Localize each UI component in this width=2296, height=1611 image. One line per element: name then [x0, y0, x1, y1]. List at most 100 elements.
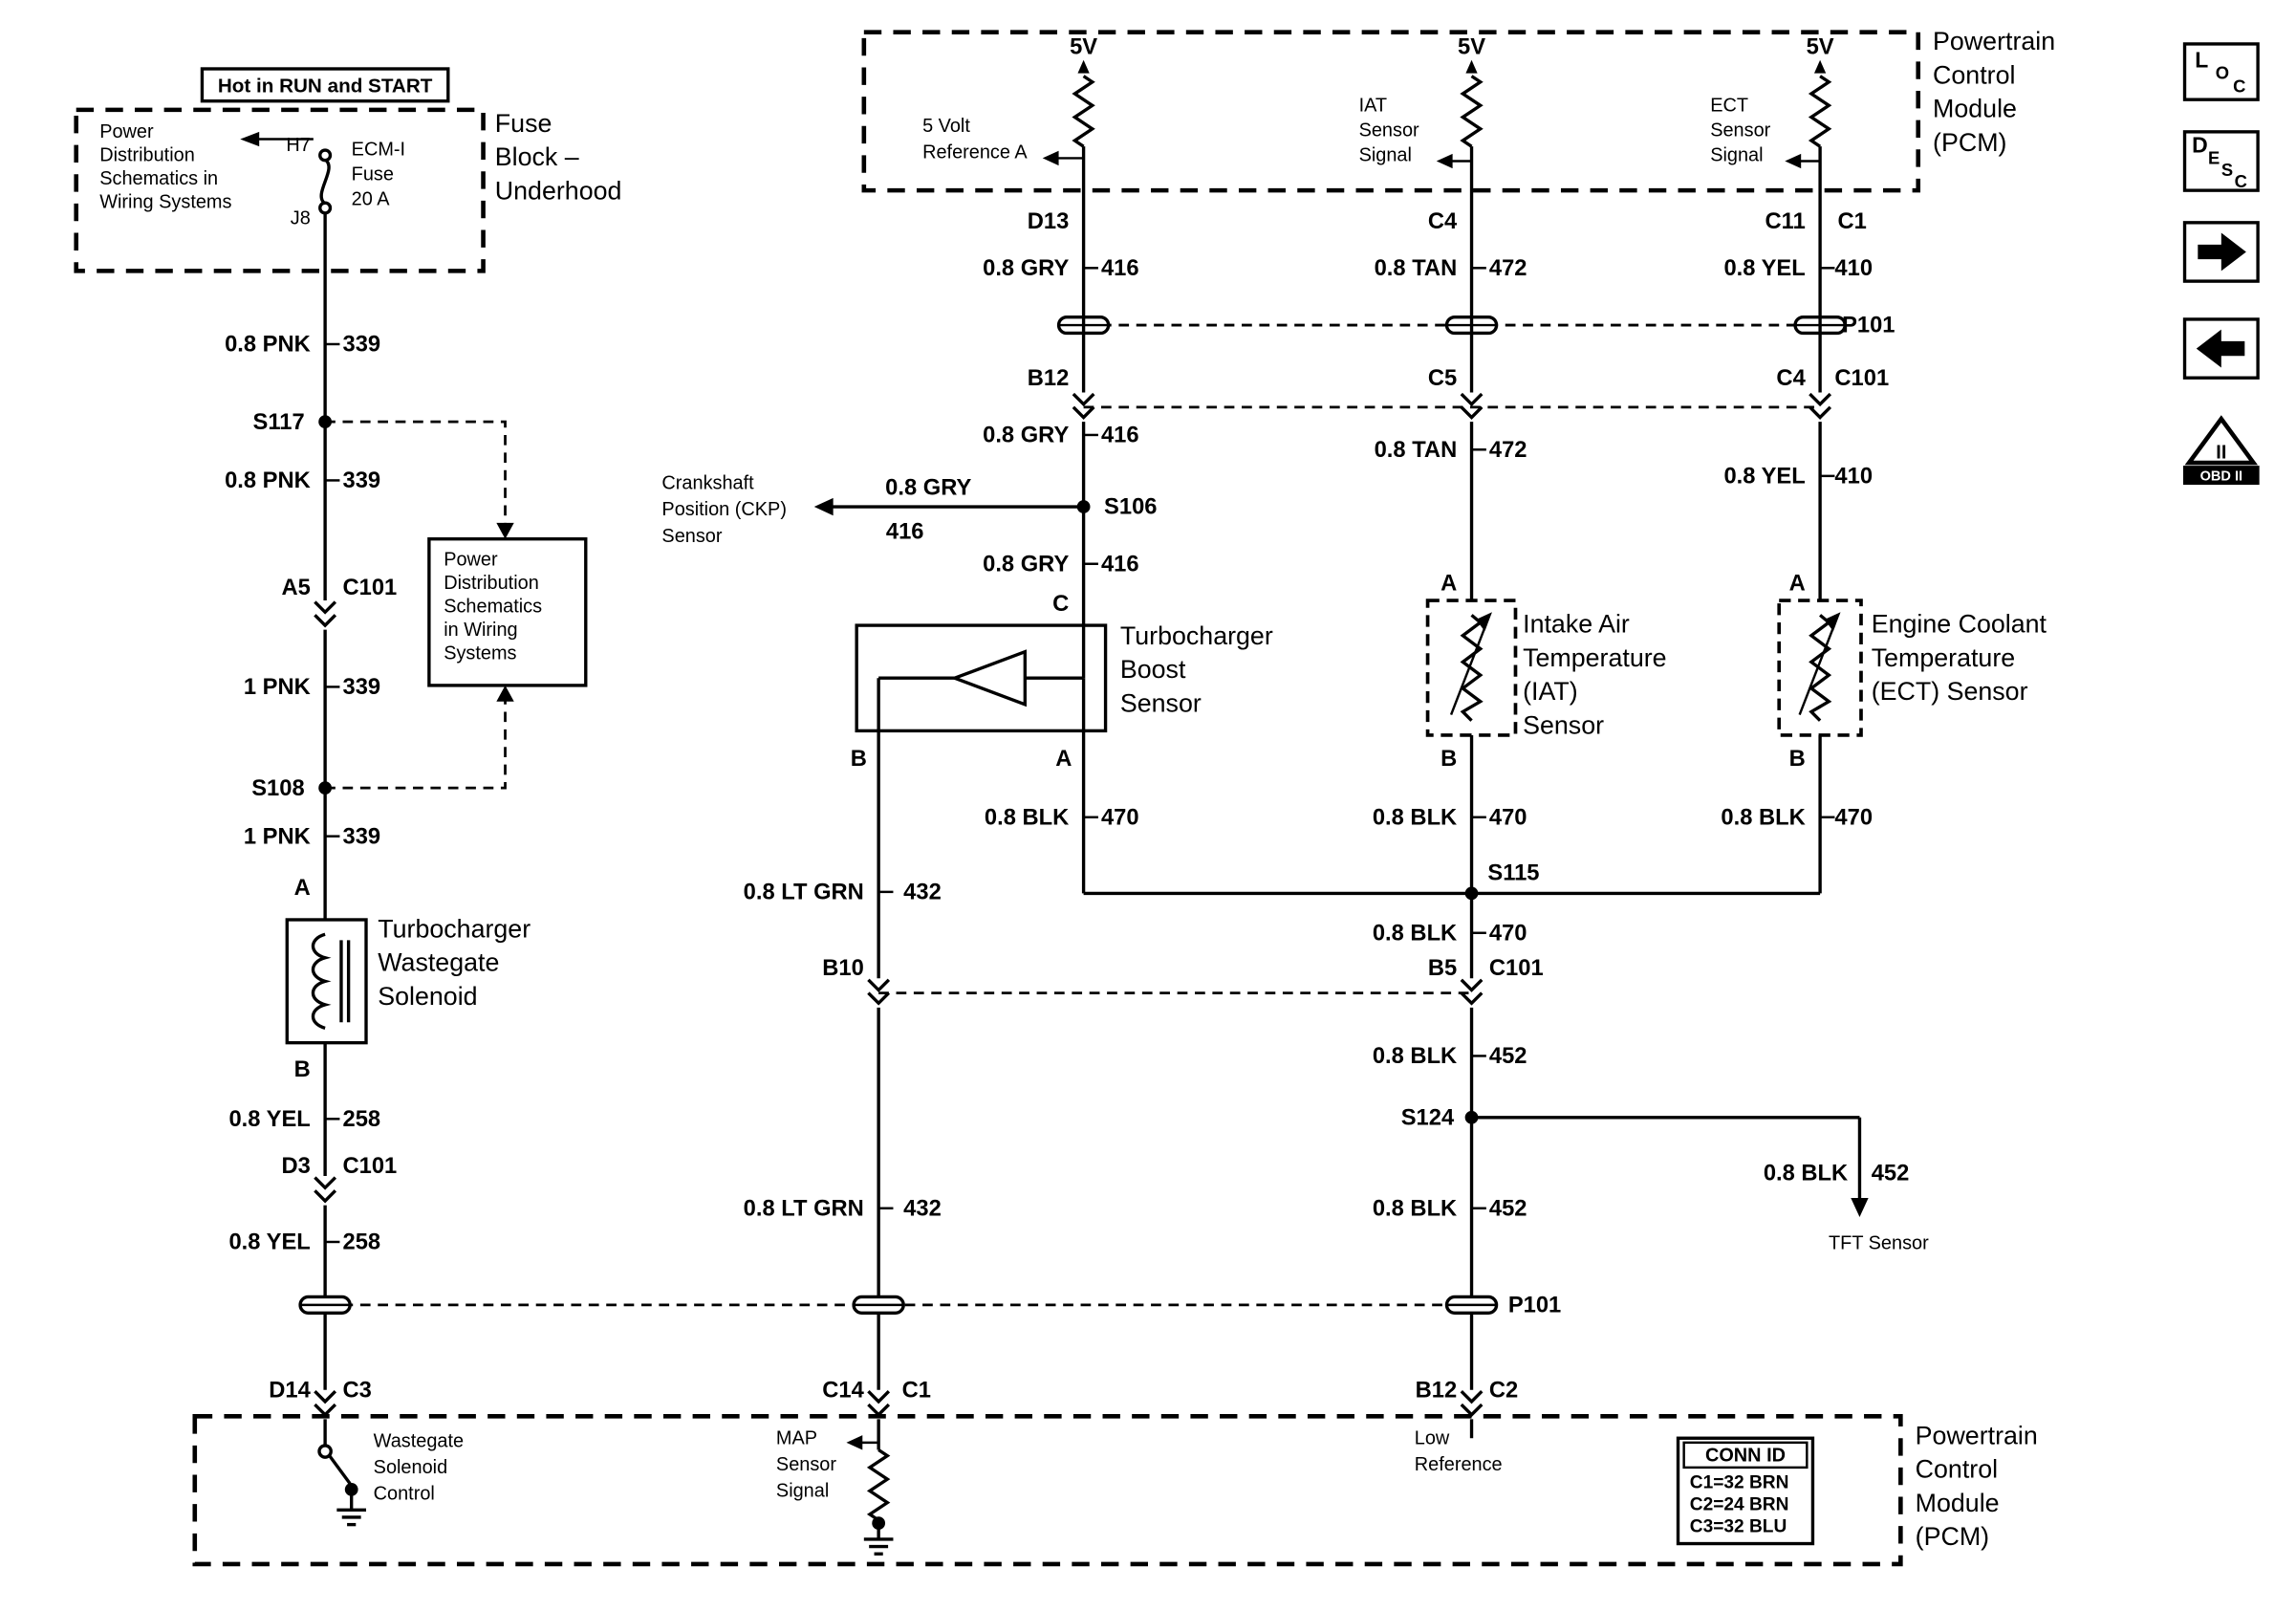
thermistor-icon: [1797, 610, 1843, 723]
wire-gauge-label: 0.8 BLK: [985, 805, 1069, 830]
connector-c101-b12: [1072, 392, 1096, 420]
ect-title-line: Engine Coolant: [1872, 610, 2047, 639]
s115-ground-bus: S115: [1083, 861, 1821, 901]
signal-label-line: Signal: [1359, 145, 1412, 166]
wastegate-solenoid-symbol: [285, 918, 368, 1045]
solenoid-title-line: Turbocharger: [378, 914, 531, 943]
next-button[interactable]: [2182, 221, 2260, 283]
splice-s117-label: S117: [253, 410, 305, 435]
wire-gauge-label: 0.8 BLK: [1373, 921, 1457, 946]
wire-circuit-label: 410: [1834, 256, 1873, 281]
ref-box-line: Distribution: [444, 573, 539, 594]
splice-s117-dot: [318, 415, 333, 429]
desc-button[interactable]: D E S C: [2182, 130, 2260, 192]
connector-c1-c14: [866, 1389, 891, 1417]
iat-sensor: Intake Air Temperature (IAT) Sensor: [1425, 599, 1667, 739]
ltgrn-branch: 0.8 LT GRN 432 B10 0.8 LT GRN 432 C14 C1: [744, 730, 942, 1450]
wire-circuit-label: 410: [1834, 464, 1873, 489]
gry-branch: D13 0.8 GRY 416 B12 0.8 GRY 416 0.8 GRY …: [661, 146, 1157, 894]
connector-id-label: C101: [342, 576, 397, 600]
tan-branch: C4 0.8 TAN 472 C5 0.8 TAN 472 A B 0.8 BL…: [1373, 146, 1544, 1439]
wastegate-wire: [323, 212, 340, 1446]
signal-label-line: Sensor: [1710, 120, 1770, 141]
pin-label: B12: [1416, 1378, 1458, 1403]
wire-gauge-label: 0.8 BLK: [1721, 805, 1805, 830]
tft-sensor-label: TFT Sensor: [1829, 1233, 1929, 1254]
signal-label-line: 5 Volt: [922, 116, 970, 137]
wire-circuit-label: 472: [1489, 256, 1527, 281]
desc-letter: C: [2235, 171, 2247, 191]
loc-button[interactable]: L O C: [2182, 42, 2260, 101]
gry-wire: [1081, 146, 1098, 894]
iat-title-line: Sensor: [1523, 710, 1604, 739]
signal-label-line: IAT: [1359, 95, 1388, 116]
grommet-icon: [1444, 1295, 1499, 1315]
ref-box-line: in Wiring: [444, 620, 517, 641]
wire-gauge-label: 1 PNK: [244, 675, 311, 700]
loc-letter: C: [2233, 76, 2245, 97]
ground-icon: [335, 1493, 368, 1527]
arrow-left-icon: [813, 497, 834, 516]
pin-label: B: [851, 747, 867, 772]
pin-label: C4: [1428, 209, 1458, 234]
ltgrn-wire: [877, 730, 894, 1450]
arrow-down-icon: [1851, 1198, 1869, 1217]
pin-label: A: [1440, 571, 1457, 596]
solenoid-title-line: Wastegate: [378, 948, 499, 977]
arrow-left-icon: [1436, 153, 1453, 169]
wire-circuit-label: 470: [1489, 921, 1527, 946]
obd2-button[interactable]: II OBD II: [2182, 415, 2260, 486]
pcm-top-title-line: Powertrain: [1933, 27, 2055, 55]
wire-circuit-label: 416: [886, 520, 924, 545]
wastegate-control-line: Solenoid: [374, 1457, 447, 1478]
pin-label: B: [294, 1057, 311, 1082]
pcm-bottom-title-line: Powertrain: [1916, 1421, 2038, 1449]
wastegate-branch: Power Distribution Schematics in Wiring …: [225, 212, 588, 1446]
wire-circuit-label: 452: [1872, 1162, 1910, 1186]
wire-gauge-label: 0.8 TAN: [1375, 256, 1458, 281]
pcm-bottom-title-line: Control: [1916, 1455, 1998, 1484]
splice-s108-dot: [318, 781, 333, 795]
prev-button[interactable]: [2182, 317, 2260, 380]
connector-id-label: C101: [1489, 956, 1544, 981]
connector-id-label: C1: [902, 1378, 931, 1403]
map-signal-line: MAP: [776, 1427, 817, 1448]
pullup-resistor: [1809, 74, 1830, 148]
wire-circuit-label: 452: [1489, 1044, 1527, 1069]
connector-c101-b5: [1460, 978, 1484, 1005]
wastegate-control-line: Wastegate: [374, 1430, 464, 1451]
wire-circuit-label: 432: [903, 881, 942, 905]
fuse-id-line: ECM-I: [352, 139, 405, 160]
wire-circuit-label: 339: [342, 675, 380, 700]
pullup-resistor: [1461, 74, 1483, 148]
desc-letter: D: [2192, 132, 2208, 157]
wire-gauge-label: 0.8 YEL: [1723, 464, 1805, 489]
pin-label: A5: [281, 576, 310, 600]
connector-c3-d14: [313, 1389, 337, 1417]
map-signal-line: Signal: [776, 1481, 829, 1502]
connector-id-label: C3: [342, 1378, 371, 1403]
wire-circuit-label: 339: [342, 333, 380, 358]
c101-connector-row-mid: [866, 978, 1484, 1005]
ckp-label-line: Sensor: [661, 526, 722, 547]
supply-5v-label: 5V: [1458, 35, 1485, 60]
splice-s115-dot: [1464, 886, 1479, 901]
pcm-top-title-line: (PCM): [1933, 128, 2006, 157]
wire-circuit-label: 470: [1489, 805, 1527, 830]
boost-title-line: Boost: [1120, 655, 1186, 684]
wire-circuit-label: 416: [1101, 256, 1139, 281]
s124-tft-branch: S124 0.8 BLK 452 TFT Sensor: [1401, 1105, 1929, 1253]
amplifier-icon: [877, 625, 1086, 731]
pin-label: B10: [822, 956, 864, 981]
fuse-ref-note-line: Schematics in: [99, 168, 218, 189]
connector-id-label: C101: [342, 1154, 397, 1179]
splice-s108-label: S108: [251, 776, 304, 801]
arrow-right-icon: [2198, 232, 2246, 272]
wire-circuit-label: 452: [1489, 1196, 1527, 1221]
pin-label: A: [294, 876, 311, 901]
splice-s115-label: S115: [1487, 861, 1539, 886]
signal-label-line: Sensor: [1359, 120, 1419, 141]
pin-label: C11: [1765, 209, 1806, 234]
